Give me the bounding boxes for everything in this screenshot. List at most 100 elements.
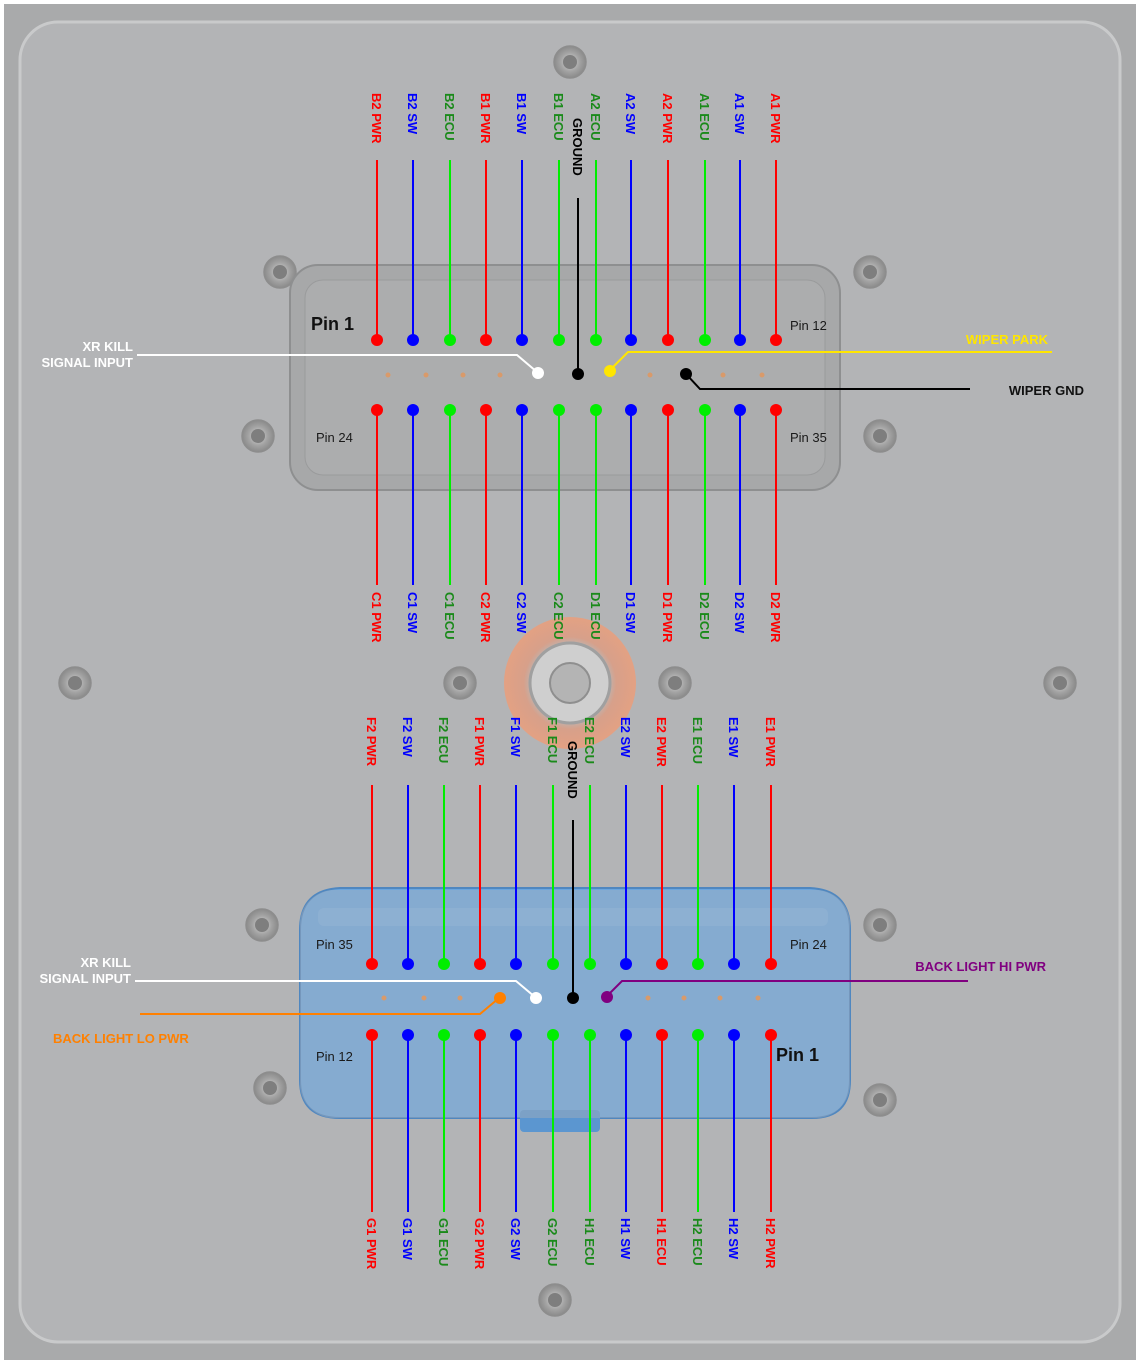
pin-dot (532, 367, 544, 379)
pin-dot (438, 1029, 450, 1041)
pin-dot (692, 1029, 704, 1041)
wires-layer (135, 160, 1052, 1212)
pin-dot (567, 992, 579, 1004)
pin-dot (728, 1029, 740, 1041)
wire-label: C1 ECU (442, 592, 457, 640)
screw-icon (863, 419, 897, 453)
wire-label: H2 PWR (763, 1218, 778, 1269)
wire-label: B2 SW (405, 93, 420, 135)
screw-icon (1043, 666, 1077, 700)
wire-label: F1 PWR (472, 717, 487, 767)
wire-label: G2 SW (508, 1218, 523, 1261)
wire-label: F1 ECU (545, 717, 560, 763)
pin-dot (692, 958, 704, 970)
pin-dot (402, 958, 414, 970)
wire-label: E2 SW (618, 717, 633, 758)
screw-icon (863, 1083, 897, 1117)
pin-dot (681, 995, 687, 1001)
wire-label: E1 SW (726, 717, 741, 758)
pin-dot (755, 995, 761, 1001)
pin-dot (516, 404, 528, 416)
wiper-gnd-label: WIPER GND (1009, 383, 1084, 398)
wire-label: C2 ECU (551, 592, 566, 640)
wire-label: H1 ECU (582, 1218, 597, 1266)
pin-dot (765, 958, 777, 970)
pin-dot (444, 334, 456, 346)
screw-icon (443, 666, 477, 700)
xr-kill-label-line1: XR KILL (82, 339, 133, 354)
pin-dot (547, 1029, 559, 1041)
pin-dot (553, 334, 565, 346)
screw-icon (553, 45, 587, 79)
pin-dot (381, 995, 387, 1001)
pin-12-label: Pin 12 (790, 318, 827, 333)
pin-1-label: Pin 1 (776, 1045, 819, 1065)
wire-label: H2 SW (726, 1218, 741, 1260)
wire-label: B1 SW (514, 93, 529, 135)
wire-label: G2 PWR (472, 1218, 487, 1270)
pin-dot (510, 958, 522, 970)
pin-dot (699, 404, 711, 416)
pin-1-label: Pin 1 (311, 314, 354, 334)
pin-dot (547, 958, 559, 970)
xr-kill-label-line2: SIGNAL INPUT (42, 355, 134, 370)
wire-label: H1 ECU (654, 1218, 669, 1266)
pin-dot (604, 365, 616, 377)
pin-dot (385, 372, 391, 378)
wire-label: A2 PWR (660, 93, 675, 144)
pin-dot (770, 334, 782, 346)
wire-label: A1 ECU (697, 93, 712, 141)
wire-label: G1 SW (400, 1218, 415, 1261)
pin-dot (590, 334, 602, 346)
pin-dot (625, 404, 637, 416)
screw-icon (538, 1283, 572, 1317)
pin-dot (645, 995, 651, 1001)
xr-kill-label-line2: SIGNAL INPUT (40, 971, 132, 986)
back-light-lo-wire (140, 997, 500, 1015)
screw-icon (253, 1071, 287, 1105)
pin-dot (572, 368, 584, 380)
pin-dot (474, 1029, 486, 1041)
pin-dot (553, 404, 565, 416)
pin-dot (717, 995, 723, 1001)
pin-35-label: Pin 35 (790, 430, 827, 445)
wire-label: F2 PWR (364, 717, 379, 767)
pin-dot (438, 958, 450, 970)
screw-icon (245, 908, 279, 942)
pin-dot (656, 958, 668, 970)
screw-icon (853, 255, 887, 289)
wire-label: D1 ECU (588, 592, 603, 640)
wire-label: D1 SW (623, 592, 638, 634)
pin-dot (530, 992, 542, 1004)
pin-dot (474, 958, 486, 970)
pin-dot (457, 995, 463, 1001)
pin-dot (759, 372, 765, 378)
wiper-park-wire (609, 351, 1052, 371)
wire-label: A1 SW (732, 93, 747, 135)
pin-dot (407, 334, 419, 346)
screw-icon (58, 666, 92, 700)
wire-label: G1 PWR (364, 1218, 379, 1270)
wire-label: F2 SW (400, 717, 415, 757)
pin-dot (516, 334, 528, 346)
wire-label: F1 SW (508, 717, 523, 757)
bottom-connector-housing (299, 887, 851, 1132)
pin-dot (371, 404, 383, 416)
back-light-hi-label: BACK LIGHT HI PWR (915, 959, 1046, 974)
wire-label: B1 PWR (478, 93, 493, 144)
wire-label: B2 PWR (369, 93, 384, 144)
wire-label: C1 SW (405, 592, 420, 634)
wire-label: D1 PWR (660, 592, 675, 643)
pin-dot (480, 404, 492, 416)
screw-icon (658, 666, 692, 700)
pin-dot (734, 404, 746, 416)
ground-label: GROUND (570, 118, 585, 176)
pin-dot (656, 1029, 668, 1041)
pin-35-label: Pin 35 (316, 937, 353, 952)
wire-label: G1 ECU (436, 1218, 451, 1266)
pin-dot (625, 334, 637, 346)
wire-label: E2 ECU (582, 717, 597, 764)
wire-label: C2 SW (514, 592, 529, 634)
pin-dot (366, 958, 378, 970)
